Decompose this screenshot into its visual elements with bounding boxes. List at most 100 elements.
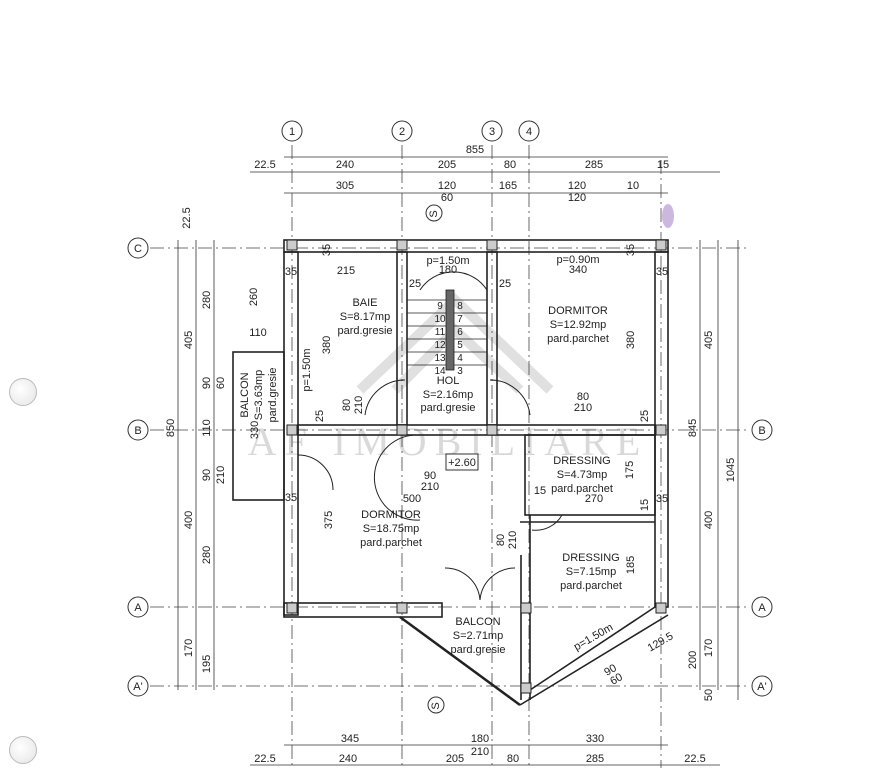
svg-text:120: 120: [568, 192, 586, 204]
svg-text:B: B: [758, 425, 765, 437]
svg-text:80: 80: [577, 391, 589, 403]
svg-text:3: 3: [457, 366, 463, 377]
svg-text:60: 60: [608, 671, 625, 688]
svg-text:p=1.50m: p=1.50m: [301, 348, 313, 391]
svg-text:60: 60: [215, 377, 227, 389]
svg-text:180: 180: [439, 264, 457, 276]
svg-text:340: 340: [569, 264, 587, 276]
svg-text:25: 25: [314, 410, 326, 422]
svg-text:35: 35: [656, 493, 668, 505]
svg-text:22.5: 22.5: [254, 159, 275, 171]
svg-text:B: B: [134, 425, 141, 437]
svg-text:850: 850: [165, 419, 177, 437]
svg-text:+2.60: +2.60: [448, 457, 476, 469]
dimension-lines: [177, 156, 739, 766]
svg-text:BALCON: BALCON: [239, 372, 251, 417]
svg-text:22.5: 22.5: [254, 753, 275, 765]
svg-text:90: 90: [424, 470, 436, 482]
svg-text:BALCON: BALCON: [455, 616, 500, 628]
svg-text:7: 7: [457, 314, 463, 325]
svg-text:405: 405: [183, 331, 195, 349]
svg-text:S: S: [428, 210, 440, 217]
watermark: AF IMOBILIARE: [248, 293, 649, 464]
right-dimensions: 405 845 1045 400 200 170 50: [687, 331, 737, 701]
svg-text:35: 35: [321, 244, 333, 256]
svg-text:DRESSING: DRESSING: [553, 455, 610, 467]
svg-text:90: 90: [201, 377, 213, 389]
level-mark: +2.60: [445, 453, 479, 471]
svg-text:10: 10: [434, 314, 446, 325]
svg-text:A: A: [134, 602, 142, 614]
svg-text:185: 185: [625, 556, 637, 574]
svg-text:25: 25: [409, 278, 421, 290]
svg-text:25: 25: [639, 410, 651, 422]
svg-text:500: 500: [403, 493, 421, 505]
svg-text:HOL: HOL: [437, 375, 460, 387]
svg-text:pard.gresie: pard.gresie: [450, 644, 505, 656]
svg-text:305: 305: [336, 180, 354, 192]
svg-text:90: 90: [602, 662, 619, 679]
svg-text:345: 345: [341, 733, 359, 745]
svg-text:170: 170: [703, 639, 715, 657]
svg-text:215: 215: [337, 265, 355, 277]
svg-text:375: 375: [323, 511, 335, 529]
section-mark-top: S: [425, 204, 443, 222]
svg-text:S: S: [430, 702, 442, 709]
svg-text:3: 3: [489, 126, 495, 138]
svg-text:S=4.73mp: S=4.73mp: [557, 469, 607, 481]
top-dimensions: 855 22.5 240 205 80 285 15 305 120 60 16…: [254, 144, 669, 204]
svg-text:pard.parchet: pard.parchet: [360, 537, 422, 549]
svg-text:S=18.75mp: S=18.75mp: [363, 523, 420, 535]
staircase: [407, 289, 487, 371]
svg-text:210: 210: [421, 481, 439, 493]
svg-text:195: 195: [201, 655, 213, 673]
svg-text:A': A': [757, 681, 766, 693]
svg-text:380: 380: [625, 331, 637, 349]
svg-text:C: C: [134, 243, 142, 255]
svg-text:380: 380: [321, 336, 333, 354]
svg-text:240: 240: [336, 159, 354, 171]
svg-text:S=2.16mp: S=2.16mp: [423, 389, 473, 401]
svg-text:AF IMOBILIARE: AF IMOBILIARE: [248, 419, 649, 464]
svg-text:35: 35: [625, 244, 637, 256]
svg-text:5: 5: [457, 340, 463, 351]
svg-text:110: 110: [249, 327, 267, 339]
svg-text:DORMITOR: DORMITOR: [361, 509, 421, 521]
svg-text:210: 210: [471, 746, 489, 758]
svg-text:260: 260: [248, 288, 260, 306]
svg-text:205: 205: [438, 159, 456, 171]
svg-text:DORMITOR: DORMITOR: [548, 305, 608, 317]
svg-text:A: A: [758, 602, 766, 614]
svg-text:80: 80: [504, 159, 516, 171]
svg-text:210: 210: [215, 466, 227, 484]
svg-text:170: 170: [183, 639, 195, 657]
svg-text:15: 15: [534, 485, 546, 497]
svg-text:285: 285: [586, 753, 604, 765]
grid-axis-labels: [127, 120, 773, 697]
svg-text:60: 60: [441, 192, 453, 204]
svg-text:330: 330: [249, 421, 261, 439]
svg-text:S=2.71mp: S=2.71mp: [453, 630, 503, 642]
svg-text:845: 845: [687, 419, 699, 437]
svg-text:12: 12: [434, 340, 446, 351]
svg-text:180: 180: [471, 733, 489, 745]
binder-hole-top: [9, 378, 37, 406]
svg-text:pard.gresie: pard.gresie: [267, 367, 279, 422]
svg-text:pard.parchet: pard.parchet: [560, 580, 622, 592]
svg-text:35: 35: [285, 266, 297, 278]
svg-text:11: 11: [435, 327, 446, 338]
svg-text:1: 1: [289, 126, 295, 138]
svg-text:BAIE: BAIE: [352, 297, 377, 309]
svg-text:80: 80: [341, 399, 353, 411]
svg-text:22.5: 22.5: [684, 753, 705, 765]
columns: [286, 239, 667, 694]
svg-text:S=12.92mp: S=12.92mp: [550, 319, 607, 331]
svg-text:330: 330: [586, 733, 604, 745]
svg-text:6: 6: [457, 327, 463, 338]
svg-text:205: 205: [446, 753, 464, 765]
doors: [297, 271, 563, 601]
svg-text:pard.gresie: pard.gresie: [337, 325, 392, 337]
section-mark-bottom: S: [427, 696, 445, 714]
